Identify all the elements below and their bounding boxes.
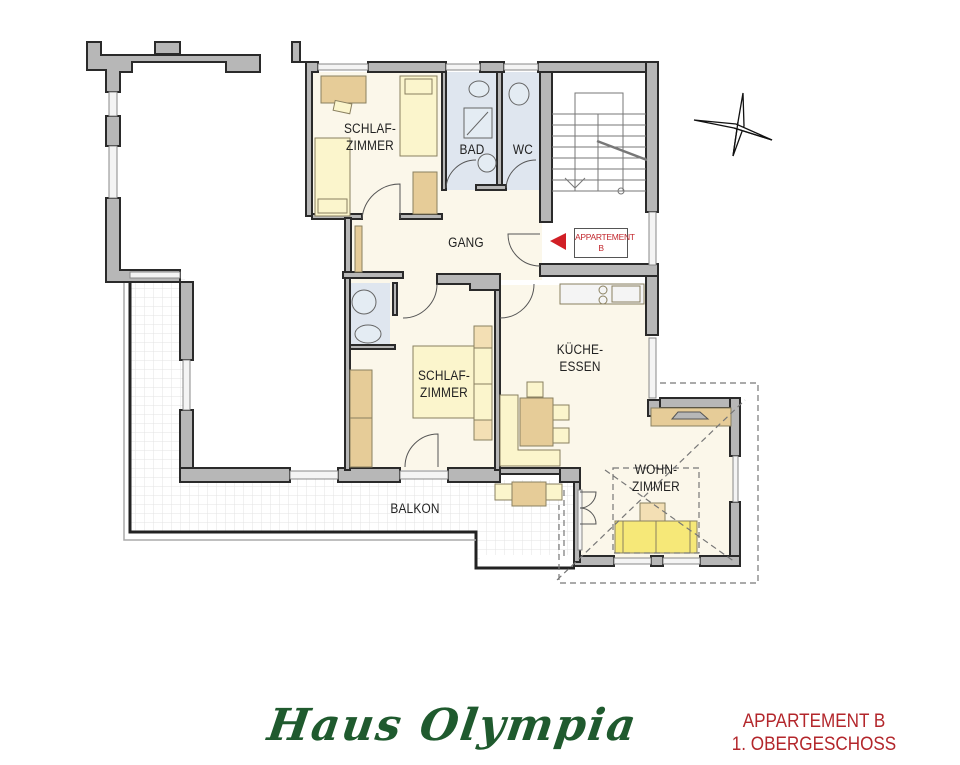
entrance-sign-line2: B	[598, 243, 604, 253]
room-label-bad: BAD	[459, 142, 485, 157]
entrance-arrow-icon	[550, 233, 566, 250]
room-label-schlafzimmer-2: SCHLAF- ZIMMER	[417, 368, 471, 400]
room-label-wc: WC	[512, 142, 534, 157]
room-label-balkon: BALKON	[390, 501, 440, 516]
floor-name: 1. OBERGESCHOSS	[731, 734, 897, 755]
walls	[86, 41, 741, 567]
apartment-name: APPARTEMENT B	[742, 711, 886, 732]
furniture	[314, 75, 732, 554]
doors	[361, 159, 597, 525]
entrance-sign-line1: APPARTEMENT	[575, 232, 635, 242]
balcony	[123, 278, 575, 570]
staircase	[552, 92, 648, 195]
room-label-kueche-essen: KÜCHE- ESSEN	[556, 342, 604, 374]
room-label-gang: GANG	[448, 235, 484, 250]
windows	[108, 63, 739, 565]
room-label-schlafzimmer-1: SCHLAF- ZIMMER	[343, 121, 397, 153]
sanitary-fixtures	[351, 80, 530, 344]
room-label-wohnzimmer: WOHN- ZIMMER	[632, 462, 680, 494]
entrance-sign: APPARTEMENT B	[574, 228, 635, 258]
compass-rose-icon	[693, 92, 773, 157]
brand-title: Haus Olympia	[264, 700, 641, 751]
apartment-subtitle: APPARTEMENT B 1. OBERGESCHOSS	[711, 710, 916, 756]
dashed-outlines	[556, 382, 759, 584]
